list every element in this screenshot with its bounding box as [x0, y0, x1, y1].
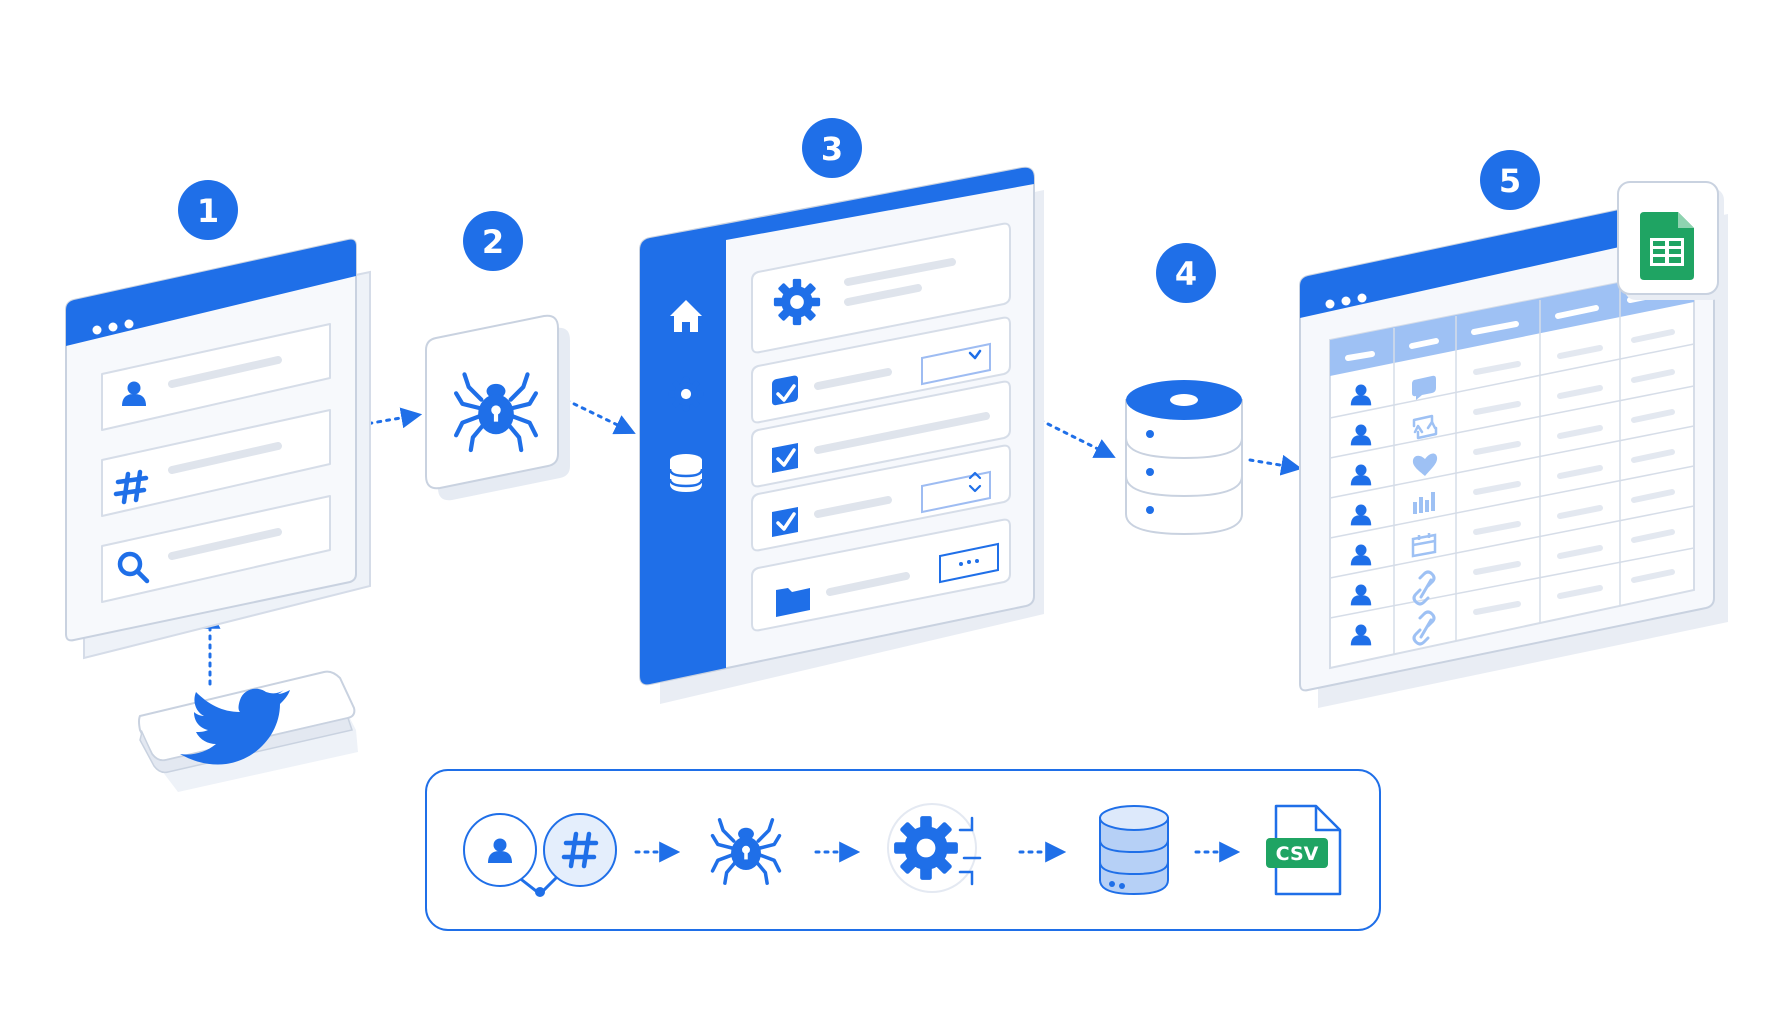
chevron-up-icon — [968, 471, 982, 480]
window-dot — [1325, 299, 1335, 309]
step-5: 5 — [1299, 150, 1728, 708]
sidebar-item-settings[interactable] — [668, 376, 704, 412]
crawler-tile — [425, 314, 570, 501]
table-row — [1350, 414, 1438, 446]
chevron-down-icon — [968, 349, 982, 360]
step-badge-3 — [802, 118, 862, 178]
more-icon — [959, 562, 963, 566]
config-option-row[interactable] — [751, 316, 1011, 424]
database-icon — [668, 454, 704, 492]
csv-badge — [1266, 838, 1328, 868]
number-stepper[interactable] — [921, 470, 991, 514]
dropdown-select[interactable] — [921, 342, 991, 386]
table-row — [1350, 375, 1436, 406]
connector-3-to-4 — [1038, 418, 1116, 458]
database-cylinder-icon — [1125, 380, 1243, 536]
step-badge-1 — [178, 180, 238, 240]
connector-4-to-5 — [1248, 454, 1303, 476]
input-window — [65, 238, 371, 660]
summary-inputs — [463, 813, 617, 897]
csv-file-icon: CSV — [1266, 804, 1342, 896]
chevron-down-icon — [968, 484, 982, 493]
checkbox-icon[interactable] — [772, 375, 798, 406]
table-row — [1350, 453, 1438, 486]
heart-icon — [1412, 453, 1438, 476]
username-input[interactable] — [101, 323, 331, 431]
table-row — [1350, 533, 1437, 566]
step-badge-4 — [1156, 243, 1216, 303]
gear-icon — [894, 816, 958, 880]
csv-label: CSV — [1276, 843, 1319, 865]
home-icon — [670, 300, 702, 332]
step-number-2: 2 — [482, 223, 504, 261]
step-1: 1 — [65, 180, 371, 792]
link-icon — [1412, 570, 1436, 606]
summary-strip: CSV — [425, 769, 1381, 931]
window-dot — [1341, 296, 1351, 306]
config-window — [639, 166, 1044, 704]
hash-icon — [113, 469, 149, 505]
config-option-row[interactable] — [751, 380, 1011, 488]
step-number-4: 4 — [1175, 255, 1197, 293]
config-option-row[interactable] — [751, 444, 1011, 552]
calendar-icon — [1411, 533, 1437, 558]
summary-config — [887, 803, 982, 893]
spreadsheet-window — [1299, 181, 1728, 708]
gear-icon — [773, 278, 821, 326]
step-4: 4 — [1125, 243, 1243, 536]
search-icon — [117, 551, 150, 584]
config-folder-row[interactable] — [751, 518, 1011, 632]
step-number-5: 5 — [1499, 162, 1521, 200]
hashtag-input[interactable] — [101, 409, 331, 517]
window-dot — [92, 325, 102, 335]
config-header-card — [751, 222, 1011, 354]
twitter-source-tile — [138, 670, 358, 792]
sidebar-item-home[interactable] — [670, 300, 702, 332]
table-row — [1350, 610, 1436, 646]
window-dot — [1357, 293, 1367, 303]
window-dot — [124, 319, 134, 329]
step-badge-5 — [1480, 150, 1540, 210]
sidebar-item-database[interactable] — [668, 454, 704, 492]
gear-icon — [668, 376, 704, 412]
step-number-3: 3 — [821, 130, 843, 168]
retweet-icon — [1412, 414, 1438, 440]
step-2: 2 — [425, 211, 570, 501]
summary-database — [1099, 805, 1169, 896]
window-dot — [108, 322, 118, 332]
link-icon — [1412, 610, 1436, 646]
step-3: 3 — [639, 118, 1044, 704]
connector-2-to-3 — [564, 398, 636, 435]
search-input[interactable] — [101, 495, 331, 603]
checkbox-icon[interactable] — [772, 507, 798, 537]
folder-icon — [776, 588, 810, 617]
data-table — [1329, 266, 1695, 670]
browse-button[interactable] — [939, 542, 999, 584]
google-sheets-badge — [1617, 181, 1724, 300]
hash-icon — [561, 831, 599, 869]
table-row — [1350, 570, 1436, 606]
comment-icon — [1412, 375, 1436, 400]
table-row — [1350, 492, 1435, 526]
step-badge-2 — [463, 211, 523, 271]
step-number-1: 1 — [197, 192, 219, 230]
google-sheets-icon — [1640, 212, 1694, 280]
bar-chart-icon — [1413, 492, 1435, 514]
checkbox-icon[interactable] — [772, 443, 798, 473]
twitter-bird-icon — [180, 688, 290, 765]
